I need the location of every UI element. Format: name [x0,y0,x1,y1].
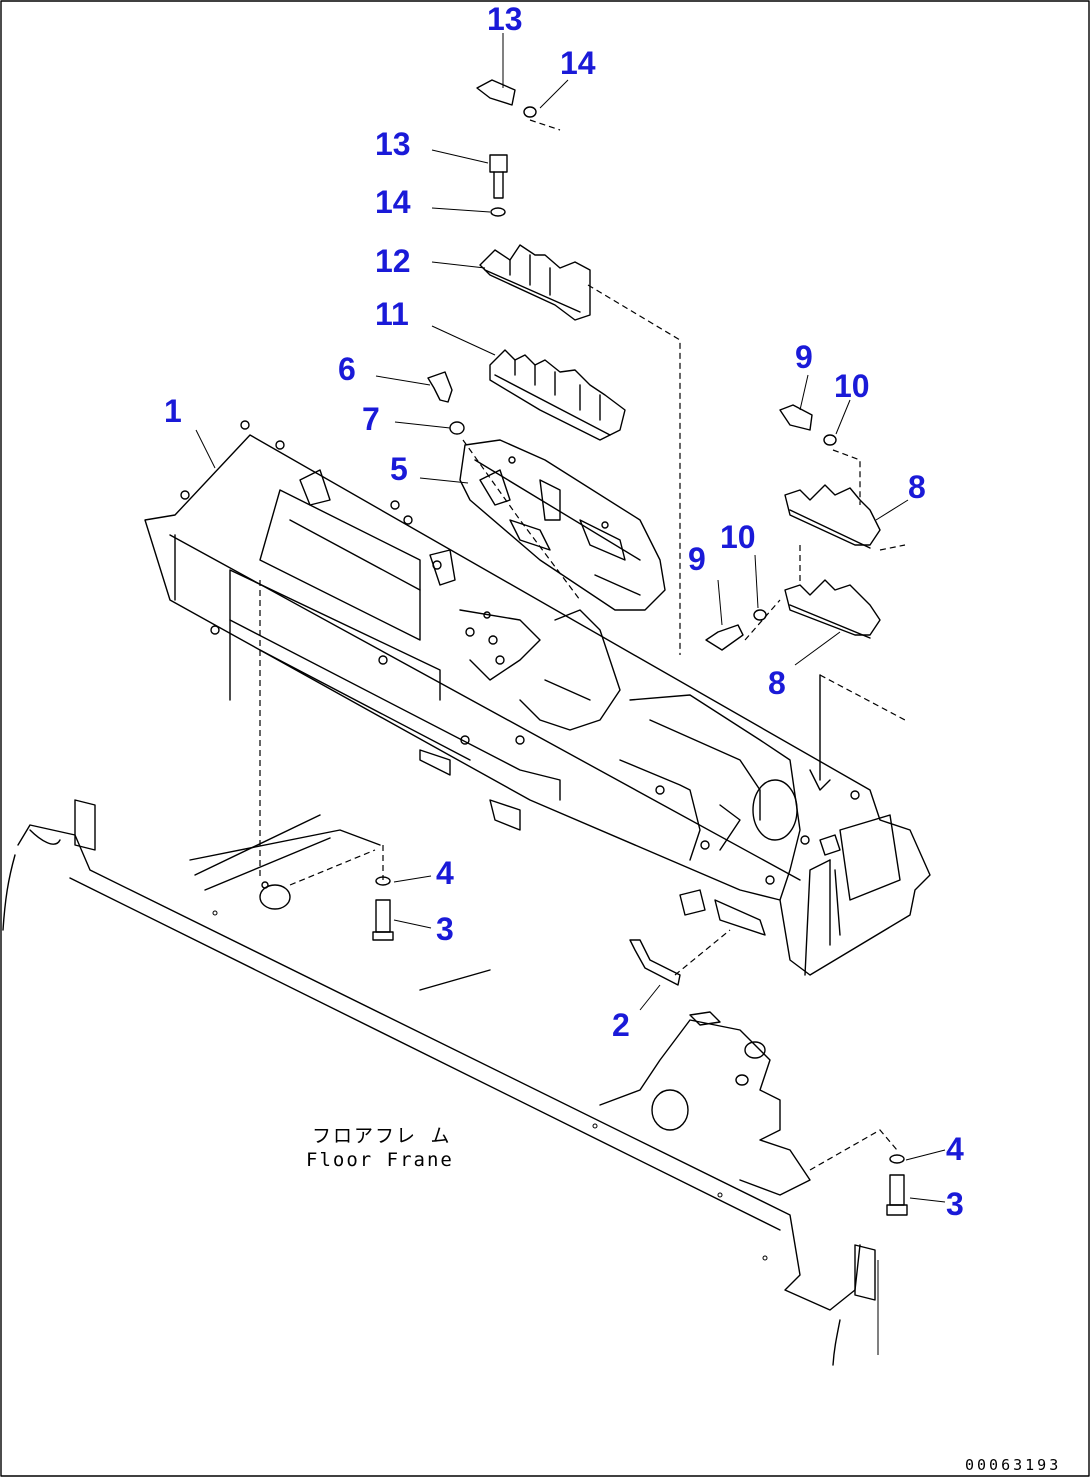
bracket-part-11 [489,349,626,441]
callout-8-upper: 8 [908,469,926,505]
callout-13-top: 13 [487,1,523,37]
callout-1: 1 [164,393,182,429]
callout-14: 14 [375,184,411,220]
callout-9-lower: 9 [688,541,706,577]
callout-12: 12 [375,243,411,279]
callout-10-lower: 10 [720,519,756,555]
callout-13: 13 [375,126,411,162]
cover-panel-part-5 [459,439,666,611]
callout-numbers: 13 14 13 14 12 11 6 7 5 1 9 10 8 10 9 8 … [164,1,964,1222]
callout-3-left: 3 [436,911,454,947]
leader-lines [195,33,946,1203]
callout-8-lower: 8 [768,665,786,701]
callout-4-left: 4 [436,855,454,891]
callout-2: 2 [612,1007,630,1043]
callout-4-right: 4 [946,1131,964,1167]
fastener-parts [372,79,908,1216]
callout-3-right: 3 [946,1186,964,1222]
callout-11: 11 [375,296,409,332]
callout-10-upper: 10 [834,368,870,404]
drawing-code: 00063193 [965,1456,1061,1474]
main-frame-part-1 [144,420,931,976]
callout-14-top: 14 [560,45,596,81]
floor-frame-label-jp: フロアフレ ム [312,1125,451,1147]
assembly-lines [259,119,906,1171]
callout-6: 6 [338,351,356,387]
callout-7: 7 [362,401,380,437]
callout-5: 5 [390,451,408,487]
floor-frame-label-en: Floor Frane [306,1149,454,1171]
bracket-part-8-lower [784,579,881,639]
callout-9-upper: 9 [795,339,813,375]
bracket-part-12 [479,244,591,321]
bracket-part-8-upper [784,484,881,549]
floor-frame-drawing: フロアフレ ム Floor Frane [2,799,879,1366]
